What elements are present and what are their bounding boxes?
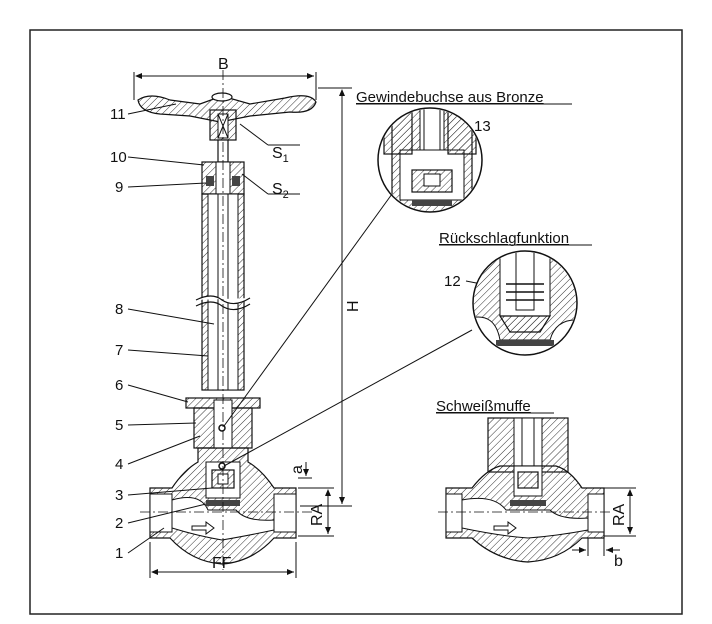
caption-schweissmuffe: Schweißmuffe xyxy=(436,398,531,415)
caption-gewindebuchse: Gewindebuchse aus Bronze xyxy=(356,89,544,106)
main-valve xyxy=(137,70,317,570)
label-12: 12 xyxy=(444,273,461,290)
label-5: 5 xyxy=(115,417,123,434)
detail-schweissmuffe xyxy=(438,417,636,563)
dim-H: H xyxy=(345,300,362,312)
detail-gewindebuchse xyxy=(377,107,483,213)
dim-B: B xyxy=(218,56,229,73)
handwheel xyxy=(137,95,317,123)
detail-rueckschlag xyxy=(472,250,578,356)
dim-RA-right: RA xyxy=(611,503,628,526)
label-4: 4 xyxy=(115,456,123,473)
label-1: 1 xyxy=(115,545,123,562)
caption-rueckschlag: Rückschlagfunktion xyxy=(439,230,569,247)
label-8: 8 xyxy=(115,301,123,318)
dim-a: a xyxy=(289,465,306,474)
label-13: 13 xyxy=(474,118,491,135)
label-9: 9 xyxy=(115,179,123,196)
dim-S1: S1 xyxy=(272,145,289,165)
dim-FF: FF xyxy=(212,555,232,572)
dim-b: b xyxy=(614,553,623,570)
label-3: 3 xyxy=(115,487,123,504)
drawing-frame xyxy=(29,29,683,615)
dim-RA-left: RA xyxy=(309,503,326,526)
label-10: 10 xyxy=(110,149,127,166)
dim-S2: S2 xyxy=(272,181,289,201)
label-11: 11 xyxy=(110,106,126,123)
label-2: 2 xyxy=(115,515,123,532)
label-6: 6 xyxy=(115,377,123,394)
leaders xyxy=(127,103,513,554)
dimensions-main xyxy=(133,72,352,578)
label-7: 7 xyxy=(115,342,123,359)
